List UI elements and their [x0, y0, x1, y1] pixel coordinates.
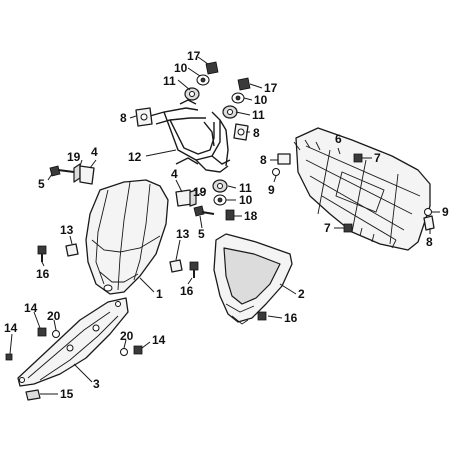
callout-20a: 20	[47, 309, 61, 323]
callout-9a: 9	[268, 183, 275, 197]
callout-10c: 10	[239, 193, 253, 207]
part-7-screw-lower	[343, 223, 353, 233]
part-20-washer-b	[120, 348, 128, 356]
part-5-screw-right	[193, 205, 215, 217]
part-12-bracket-frame	[149, 99, 231, 173]
part-20-washer-a	[52, 330, 60, 338]
part-8-clip-right	[423, 215, 435, 231]
callout-14c: 14	[152, 333, 166, 347]
callout-8c: 8	[260, 153, 267, 167]
part-18-clip	[225, 209, 235, 221]
callout-3: 3	[93, 377, 100, 391]
callout-15: 15	[60, 387, 74, 401]
callout-20b: 20	[120, 329, 134, 343]
part-8-clip-upper-right	[233, 123, 249, 141]
part-6-under-plate	[293, 127, 431, 251]
part-9-nut-right	[424, 208, 432, 216]
part-2-lens-frame	[213, 233, 293, 325]
callout-8a: 8	[120, 111, 127, 125]
callout-17a: 17	[187, 49, 201, 63]
callout-14a: 14	[24, 301, 38, 315]
part-8-clip-upper-left	[135, 107, 153, 127]
part-16-screw-right	[257, 311, 267, 321]
part-17-bolt-a	[205, 61, 219, 75]
part-4-grommet-left	[79, 165, 95, 185]
leader-lines	[9, 56, 440, 395]
part-10-nut-b	[231, 92, 245, 104]
part-1-front-cowl	[85, 179, 169, 295]
part-14-screw-c	[133, 345, 143, 355]
callout-11b: 11	[252, 108, 265, 122]
callout-5b: 5	[198, 227, 205, 241]
callout-19a: 19	[67, 150, 81, 164]
part-19-damper-right	[189, 189, 197, 207]
part-5-screw-left	[49, 165, 75, 177]
callout-13b: 13	[176, 227, 190, 241]
part-9-nut-upper	[272, 168, 280, 176]
callout-labels: 17 10 11 17 10 11 8 8 6 12 19 4 5 8 7 9 …	[4, 49, 449, 401]
callout-18: 18	[244, 209, 258, 223]
callout-8b: 8	[253, 126, 260, 140]
part-16-screw-mid	[189, 261, 199, 278]
part-10-nut-a	[196, 74, 210, 86]
part-10-nut-c	[213, 194, 227, 206]
part-7-screw-upper	[353, 153, 363, 163]
callout-4a: 4	[91, 145, 98, 159]
callout-10b: 10	[254, 93, 268, 107]
part-14-screw-a	[37, 327, 47, 337]
callout-16c: 16	[284, 311, 298, 325]
callout-6: 6	[335, 132, 342, 146]
callout-16b: 16	[180, 284, 194, 298]
part-19-damper-left	[73, 163, 81, 183]
part-17-bolt-b	[237, 77, 251, 91]
part-15-clip	[25, 389, 41, 401]
part-14-screw-b	[5, 353, 13, 361]
callout-17b: 17	[264, 81, 278, 95]
callout-9b: 9	[442, 205, 449, 219]
callout-19b: 19	[193, 185, 207, 199]
callout-16a: 16	[36, 267, 50, 281]
part-11-washer-c	[212, 179, 228, 193]
callout-7b: 7	[324, 221, 331, 235]
part-11-washer-b	[222, 105, 238, 119]
part-13-nut-right	[169, 259, 183, 273]
callout-12: 12	[128, 150, 142, 164]
part-3-lower-bracket	[17, 297, 129, 387]
callout-2: 2	[298, 287, 305, 301]
callout-8d: 8	[426, 235, 433, 249]
part-16-screw-left	[37, 245, 47, 262]
callout-10a: 10	[174, 61, 188, 75]
part-8-clip-mid	[277, 153, 291, 165]
callout-14b: 14	[4, 321, 18, 335]
callout-11a: 11	[163, 74, 176, 88]
part-13-nut-left	[65, 243, 79, 257]
callout-7a: 7	[374, 151, 381, 165]
part-11-washer-a	[184, 87, 200, 101]
callout-4b: 4	[171, 167, 178, 181]
callout-13a: 13	[60, 223, 74, 237]
callout-5a: 5	[38, 177, 45, 191]
callout-1: 1	[156, 287, 163, 301]
callout-11c: 11	[239, 181, 252, 195]
